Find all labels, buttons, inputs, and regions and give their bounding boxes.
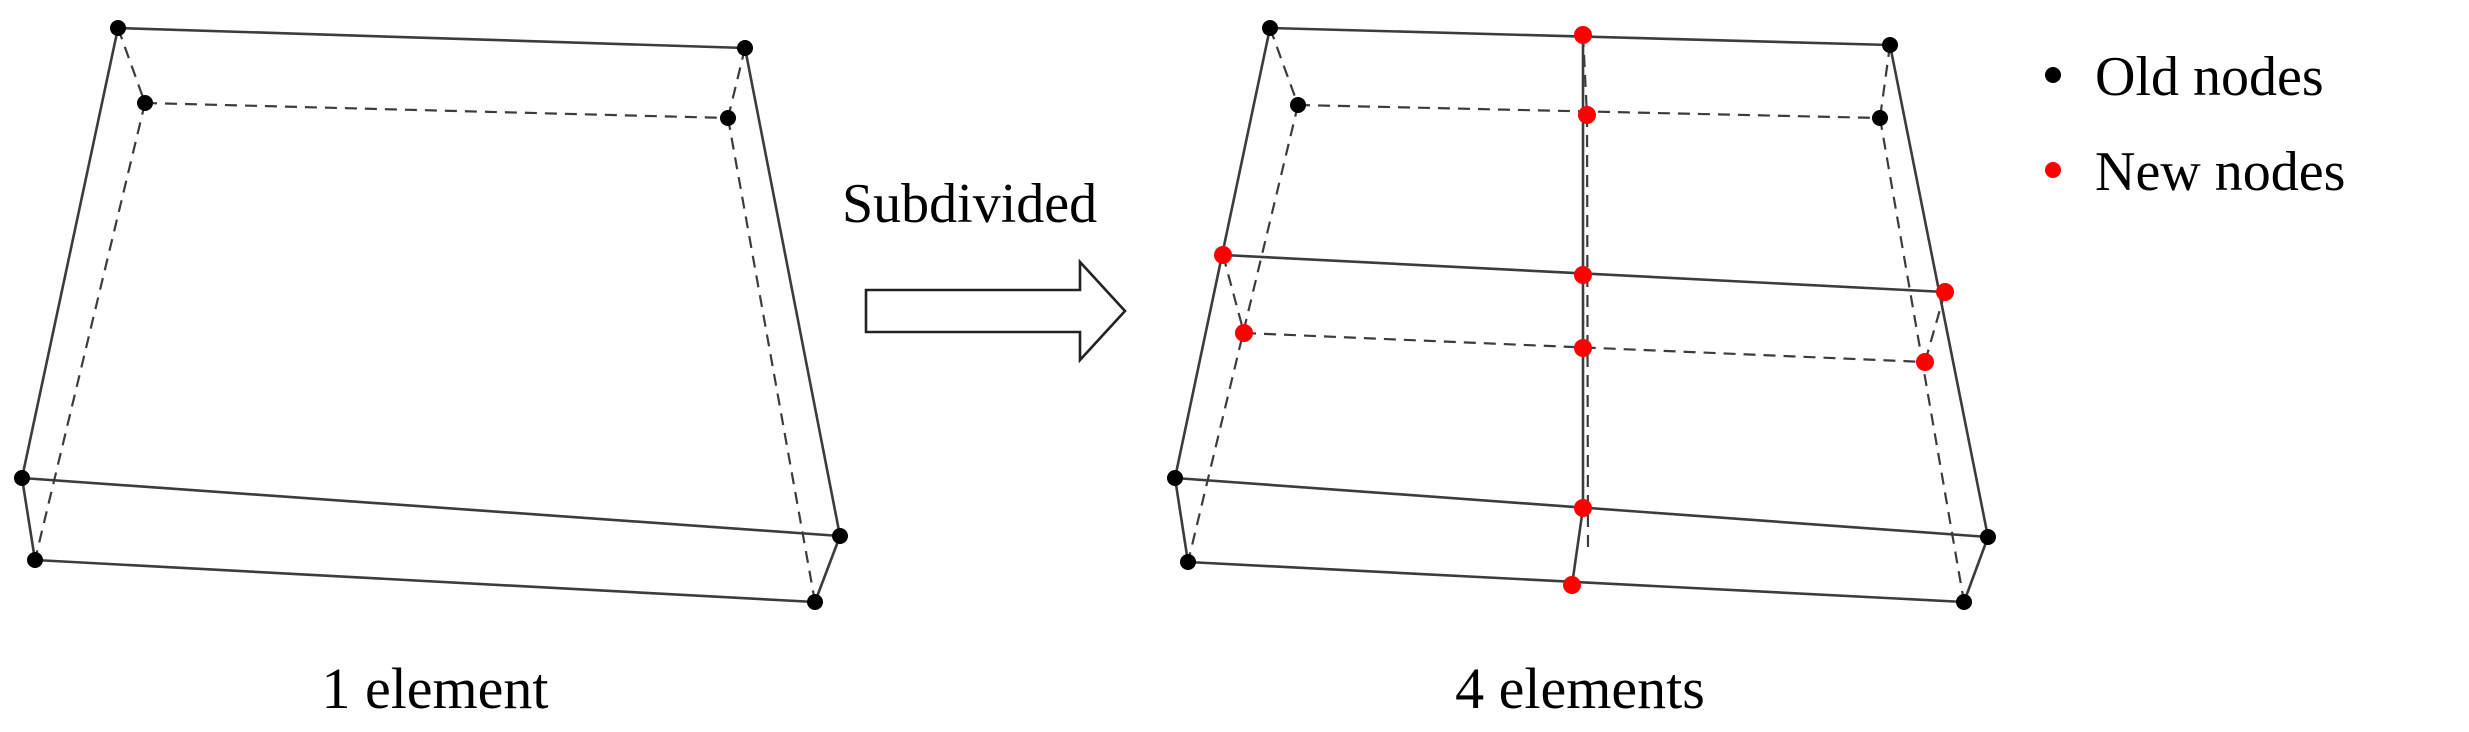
old-node — [832, 528, 848, 544]
legend-label-old-nodes: Old nodes — [2095, 46, 2324, 108]
arrow-label: Subdivided — [842, 173, 1097, 235]
hidden-edge — [726, 117, 817, 603]
new-node — [1214, 246, 1232, 264]
old-node — [1882, 37, 1898, 53]
subdivided-mesh — [1167, 20, 1996, 610]
old-node — [737, 40, 753, 56]
old-node — [720, 110, 736, 126]
right-caption: 4 elements — [1455, 656, 1705, 721]
old-node — [110, 20, 126, 36]
edge — [1570, 507, 1585, 586]
old-node — [1872, 110, 1888, 126]
arrow-icon — [864, 258, 1127, 364]
new-node — [1916, 353, 1934, 371]
old-node — [1262, 20, 1278, 36]
legend: Old nodes New nodes — [2045, 46, 2345, 203]
old-node — [1956, 594, 1972, 610]
old-node — [137, 95, 153, 111]
edge — [1173, 477, 1190, 563]
left-caption: 1 element — [321, 656, 548, 721]
edge — [1962, 536, 1990, 603]
hidden-edge — [1878, 44, 1892, 119]
hidden-edge — [1221, 254, 1246, 334]
old-node — [1180, 554, 1196, 570]
old-node — [807, 594, 823, 610]
edge — [743, 47, 842, 537]
new-node — [1936, 283, 1954, 301]
new-node-marker-icon — [2045, 162, 2061, 178]
hidden-edge — [1585, 114, 1590, 551]
new-node — [1578, 106, 1596, 124]
hidden-edge — [1268, 27, 1300, 106]
edge — [34, 558, 816, 604]
edge — [20, 477, 37, 561]
edge — [117, 26, 746, 50]
new-node — [1235, 324, 1253, 342]
old-node — [27, 552, 43, 568]
old-node — [1980, 529, 1996, 545]
hidden-edge — [33, 102, 147, 561]
old-node — [1290, 97, 1306, 113]
legend-item-new-nodes: New nodes — [2045, 141, 2345, 203]
old-node-marker-icon — [2045, 67, 2061, 83]
hidden-edge — [1923, 291, 1947, 363]
new-node — [1574, 339, 1592, 357]
legend-label-new-nodes: New nodes — [2095, 141, 2345, 203]
edge — [21, 476, 841, 538]
new-node — [1574, 26, 1592, 44]
old-nodes-left — [14, 20, 848, 610]
hidden-edge — [726, 47, 747, 119]
new-node — [1574, 266, 1592, 284]
old-nodes-right — [1167, 20, 1996, 610]
new-node — [1563, 576, 1581, 594]
single-element-mesh — [14, 20, 848, 610]
hidden-edge — [1581, 34, 1589, 116]
legend-item-old-nodes: Old nodes — [2045, 46, 2324, 108]
new-nodes-right — [1214, 26, 1954, 594]
hidden-edge — [1186, 104, 1300, 563]
hidden-edge — [116, 27, 147, 104]
old-node — [14, 470, 30, 486]
old-node — [1167, 470, 1183, 486]
hidden-edge — [144, 101, 729, 120]
edge — [20, 27, 120, 479]
new-node — [1574, 499, 1592, 517]
edge — [813, 535, 842, 603]
